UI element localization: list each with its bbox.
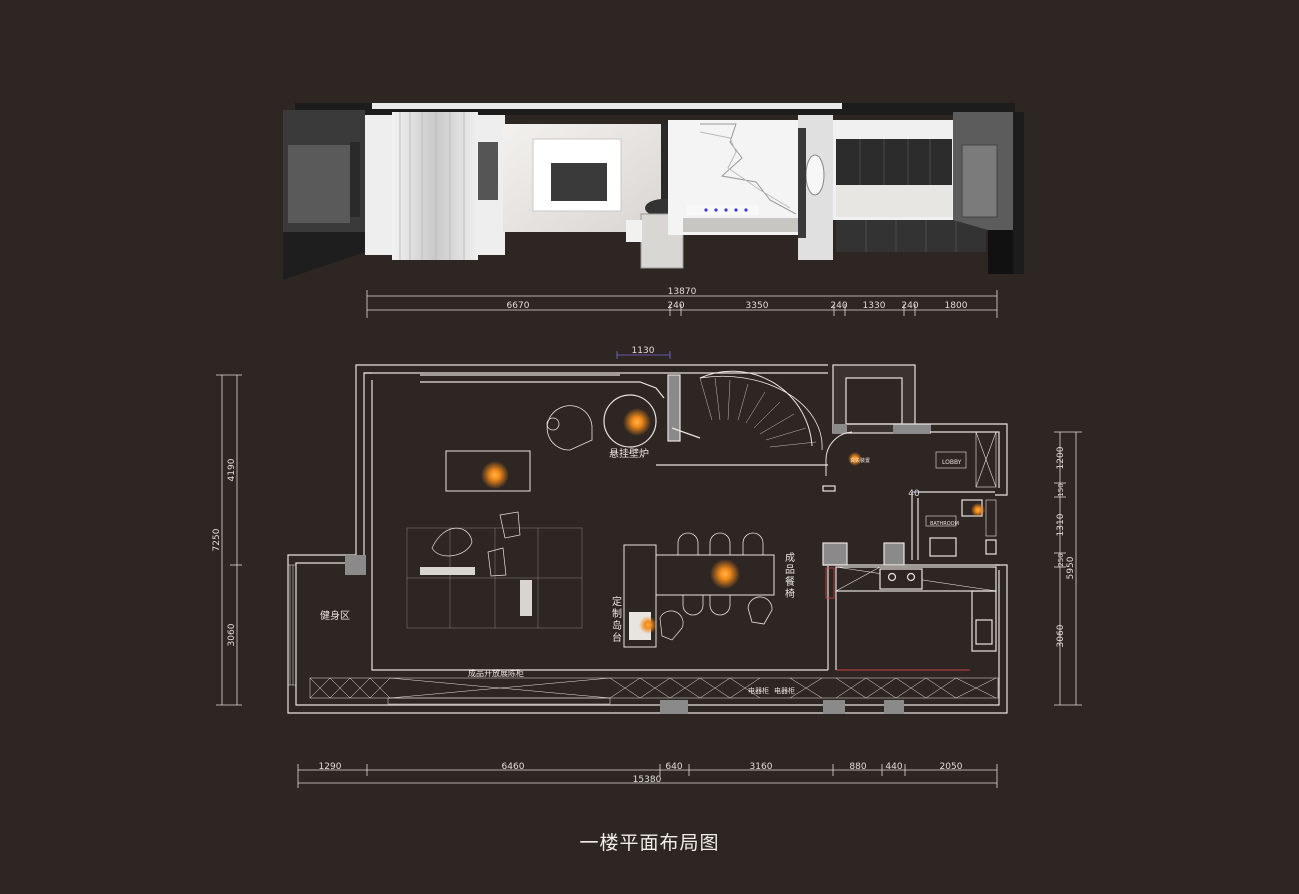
appliance-cabinet-label-2: 电器柜 <box>774 686 795 695</box>
svg-text:品: 品 <box>785 564 795 576</box>
lobby-label: LOBBY <box>942 459 962 466</box>
appliance-cabinet-label-1: 电器柜 <box>748 686 769 695</box>
plan-bottom-dim-4: 3160 <box>750 762 773 772</box>
elevation-dim-4: 240 <box>830 301 847 311</box>
plan-bottom-dim-3: 640 <box>665 762 682 772</box>
elevation-dim-7: 1800 <box>945 301 968 311</box>
svg-text:台: 台 <box>612 631 622 644</box>
fireplace-label: 悬挂壁炉 <box>609 447 649 460</box>
plan-top-dim: 1130 <box>632 346 655 356</box>
floor-plan <box>287 364 1008 714</box>
island-label: 定 制 岛 台 <box>612 595 622 644</box>
drawing-title: 一楼平面布局图 <box>579 832 720 854</box>
dining-chairs-label: 成 品 餐 椅 <box>785 552 795 600</box>
svg-text:岛: 岛 <box>612 619 622 632</box>
elevation-total-dim: 13870 <box>668 287 697 297</box>
furniture <box>406 394 967 648</box>
plan-left-dim-1: 4190 <box>227 458 237 481</box>
bathroom-label: BATHROOM <box>930 521 959 527</box>
plan-right-dim-2: 150 <box>1057 483 1065 496</box>
plan-bottom-dim-6: 440 <box>885 762 902 772</box>
plan-left-total: 7250 <box>212 528 222 551</box>
elevation-render <box>283 103 1024 280</box>
elevation-dimensions <box>366 290 998 318</box>
svg-text:椅: 椅 <box>785 587 795 600</box>
plan-bottom-dim-7: 2050 <box>940 762 963 772</box>
plan-right-dim-5: 3060 <box>1056 624 1066 647</box>
plan-dimensions <box>216 374 1082 788</box>
plan-right-total: 5950 <box>1066 556 1076 579</box>
light-glows <box>481 408 985 634</box>
svg-text:制: 制 <box>612 607 622 620</box>
elevation-dim-6: 240 <box>901 301 918 311</box>
elevation-dim-3: 3350 <box>746 301 769 311</box>
plan-bottom-dim-5: 880 <box>849 762 866 772</box>
plan-bottom-dim-2: 6460 <box>502 762 525 772</box>
elevation-dim-5: 1330 <box>863 301 886 311</box>
gym-label: 健身区 <box>320 609 350 622</box>
display-cabinet-label: 成品开放展陈柜 <box>468 668 524 678</box>
plan-small-dim: 40 <box>908 489 920 499</box>
plan-right-dim-3: 1310 <box>1056 513 1066 536</box>
entry-tag-label: 玄关装置 <box>850 457 870 464</box>
svg-text:餐: 餐 <box>785 575 795 588</box>
small-dimension-marker <box>616 351 918 493</box>
elevation-dim-1: 6670 <box>507 301 530 311</box>
plan-right-dim-4: 250 <box>1057 553 1065 566</box>
plan-bottom-dim-1: 1290 <box>319 762 342 772</box>
svg-text:成: 成 <box>785 552 795 564</box>
plan-bottom-total: 15380 <box>633 775 662 785</box>
svg-text:定: 定 <box>612 595 622 608</box>
plan-left-dim-2: 3060 <box>227 623 237 646</box>
plan-right-dim-1: 1200 <box>1056 446 1066 469</box>
elevation-dim-2: 240 <box>667 301 684 311</box>
